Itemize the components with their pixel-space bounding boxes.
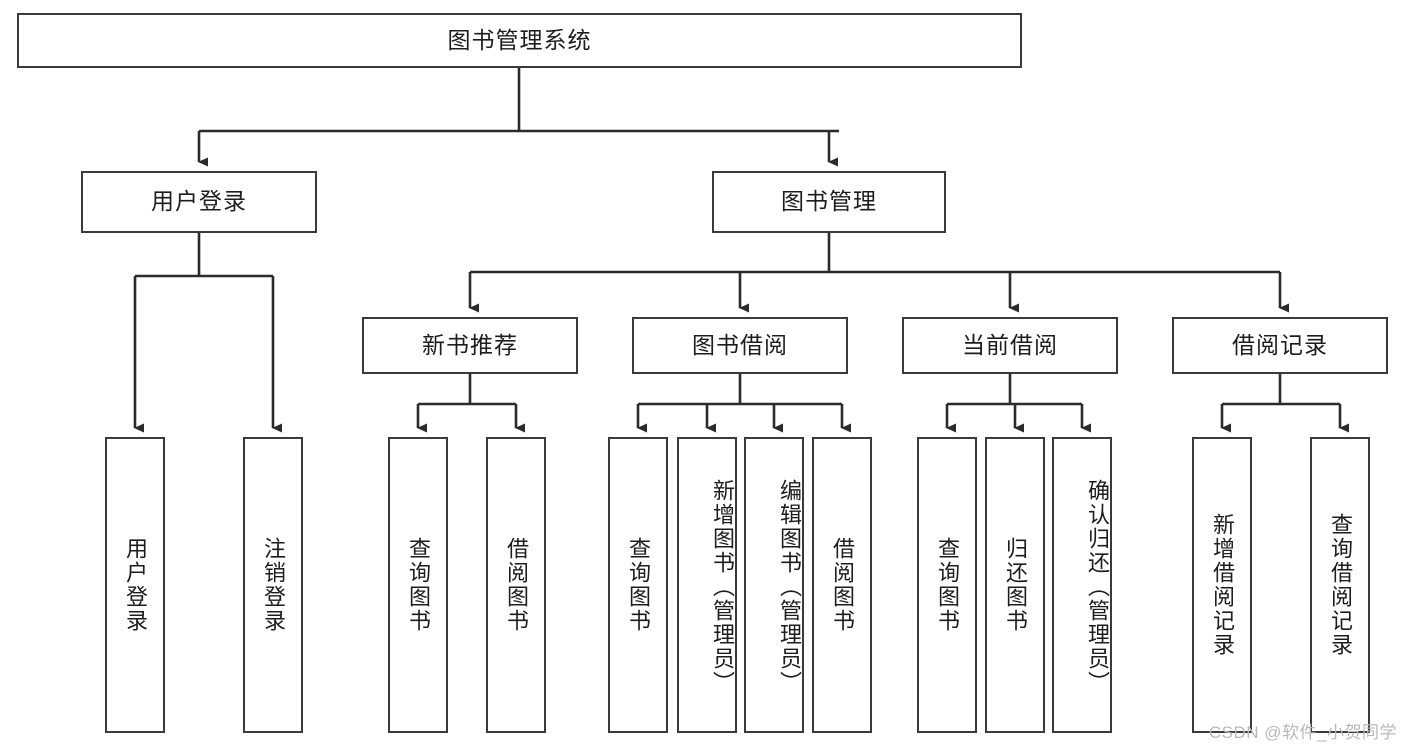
- node-label: 借阅图书: [829, 537, 855, 633]
- node-label: 当前借阅: [962, 331, 1058, 358]
- node-leaf-query-borrow-record[interactable]: 查询借阅记录: [1310, 437, 1370, 733]
- node-new-book-recommend[interactable]: 新书推荐: [362, 317, 578, 374]
- node-label: 新增图书（管理员）: [710, 479, 735, 695]
- node-leaf-query-book-borrow[interactable]: 查询图书: [608, 437, 668, 733]
- node-leaf-return-book[interactable]: 归还图书: [985, 437, 1045, 733]
- node-label: 查询图书: [934, 537, 960, 633]
- node-book-borrow[interactable]: 图书借阅: [632, 317, 848, 374]
- node-leaf-confirm-return-admin[interactable]: 确认归还（管理员）: [1052, 437, 1112, 733]
- watermark-text: CSDN @软件_小贺同学: [1208, 723, 1397, 742]
- node-leaf-add-book-admin[interactable]: 新增图书（管理员）: [677, 437, 737, 733]
- node-label: 确认归还（管理员）: [1085, 479, 1110, 695]
- node-label: 用户登录: [151, 188, 247, 215]
- node-label: 编辑图书（管理员）: [777, 479, 802, 695]
- node-label: 新书推荐: [422, 331, 518, 358]
- node-label: 查询借阅记录: [1327, 513, 1353, 657]
- node-label: 用户登录: [122, 537, 148, 633]
- node-label: 注销登录: [260, 537, 286, 633]
- node-book-management[interactable]: 图书管理: [712, 171, 946, 233]
- node-label: 借阅记录: [1232, 331, 1328, 358]
- node-leaf-borrow-book-newbook[interactable]: 借阅图书: [486, 437, 546, 733]
- node-label: 归还图书: [1002, 537, 1028, 633]
- node-label: 图书管理: [781, 188, 877, 215]
- node-user-login[interactable]: 用户登录: [81, 171, 317, 233]
- node-current-borrow[interactable]: 当前借阅: [902, 317, 1118, 374]
- node-label: 图书管理系统: [447, 26, 592, 53]
- node-leaf-add-borrow-record[interactable]: 新增借阅记录: [1192, 437, 1252, 733]
- node-label: 查询图书: [405, 537, 431, 633]
- node-leaf-user-login[interactable]: 用户登录: [105, 437, 165, 733]
- node-leaf-edit-book-admin[interactable]: 编辑图书（管理员）: [744, 437, 804, 733]
- node-label: 借阅图书: [503, 537, 529, 633]
- node-label: 图书借阅: [692, 331, 788, 358]
- node-leaf-query-book-current[interactable]: 查询图书: [917, 437, 977, 733]
- node-borrow-record[interactable]: 借阅记录: [1172, 317, 1388, 374]
- node-label: 查询图书: [625, 537, 651, 633]
- node-system-root[interactable]: 图书管理系统: [17, 13, 1022, 68]
- node-leaf-query-book-newbook[interactable]: 查询图书: [388, 437, 448, 733]
- node-label: 新增借阅记录: [1209, 513, 1235, 657]
- node-leaf-borrow-book[interactable]: 借阅图书: [812, 437, 872, 733]
- node-leaf-logout[interactable]: 注销登录: [243, 437, 303, 733]
